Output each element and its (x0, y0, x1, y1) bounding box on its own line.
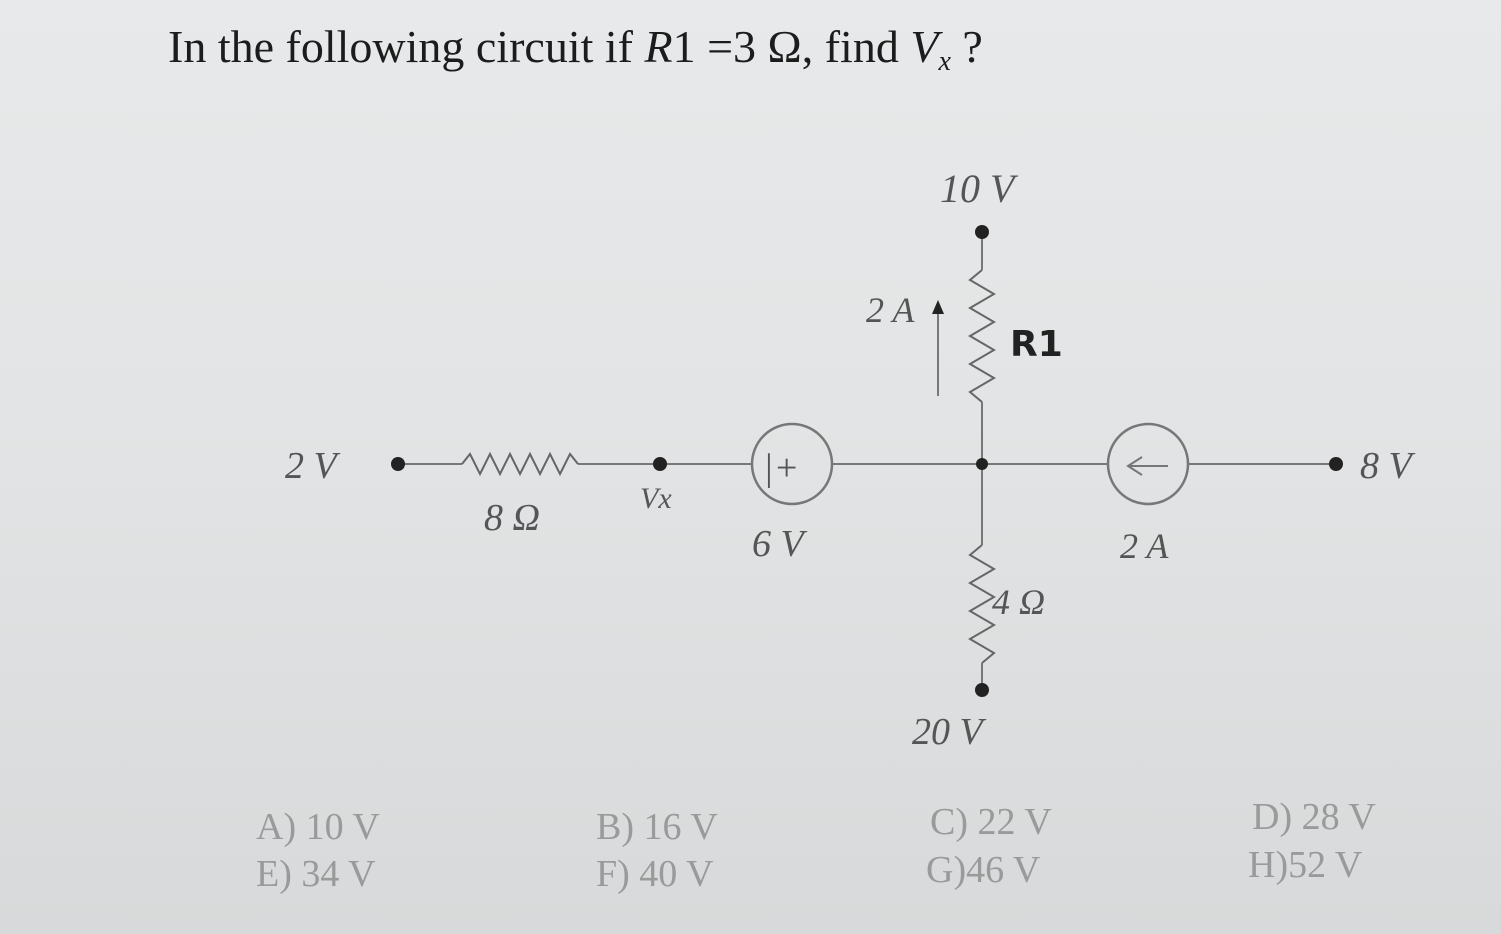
option-d: D) 28 V (1252, 796, 1376, 838)
arrow-left-icon (1126, 456, 1143, 476)
question-variable-v: V (910, 21, 939, 72)
question-r-index: 1 (672, 21, 696, 72)
option-e: E) 34 V (256, 853, 376, 895)
option-f: F) 40 V (596, 853, 714, 895)
label-2v: 2 V (285, 445, 341, 487)
option-h: H)52 V (1248, 844, 1363, 886)
option-g: G)46 V (926, 849, 1041, 891)
question-variable-r: R (644, 21, 673, 72)
node-8v (1329, 457, 1343, 471)
label-vx: Vx (640, 482, 672, 515)
voltage-source-6v (750, 422, 834, 506)
resistor-4-ohm (968, 544, 996, 664)
label-4-ohm: 4 Ω (992, 582, 1045, 622)
label-6v: 6 V (752, 523, 808, 565)
label-20v: 20 V (912, 711, 987, 753)
question-middle: =3 Ω, find (695, 21, 911, 72)
question-prefix: In the following circuit if (168, 21, 645, 72)
label-10v: 10 V (940, 166, 1019, 211)
node-20v (975, 683, 989, 697)
question-suffix: ? (950, 21, 983, 72)
node-2v (391, 457, 405, 471)
question-subscript-x: x (938, 46, 951, 77)
label-6v-symbol: |+ (763, 447, 799, 489)
label-8v: 8 V (1360, 445, 1416, 487)
label-2a-right: 2 A (1120, 526, 1169, 566)
resistor-r1 (968, 269, 996, 403)
option-a: A) 10 V (256, 806, 380, 848)
current-source-2a (1106, 422, 1190, 506)
label-r1: R1 (1010, 324, 1063, 365)
label-2a-top: 2 A (866, 290, 915, 330)
question-text: In the following circuit if R1 =3 Ω, fin… (168, 20, 983, 78)
node-vx (653, 457, 667, 471)
node-10v (975, 225, 989, 239)
resistor-8-ohm (461, 451, 579, 477)
label-8-ohm: 8 Ω (484, 497, 540, 539)
node-junction (976, 458, 988, 470)
option-b: B) 16 V (596, 806, 718, 848)
arrow-up-icon (932, 300, 944, 314)
option-c: C) 22 V (930, 801, 1052, 843)
